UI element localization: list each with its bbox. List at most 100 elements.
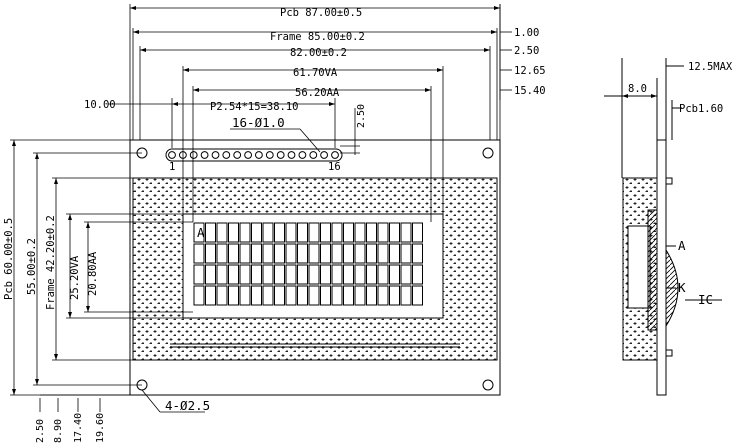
- character-cell: [389, 222, 400, 243]
- character-cell: [193, 222, 205, 243]
- character-cell: [343, 222, 354, 243]
- pin-pad: [222, 151, 231, 159]
- character-cell: [262, 285, 274, 306]
- pin-pad: [276, 151, 285, 159]
- character-cell: [354, 243, 366, 264]
- character-cell: [400, 243, 412, 264]
- corner-a-label: A: [197, 225, 205, 240]
- character-cell: [320, 264, 331, 285]
- dim-va-height: 25.20VA: [69, 255, 81, 300]
- character-cell: [354, 285, 366, 306]
- pin-pad: [211, 151, 220, 159]
- character-cell: [343, 264, 354, 285]
- left-offset: 10.00: [84, 99, 116, 111]
- bottom-offset-2: 8.90: [53, 419, 64, 443]
- character-cell: [377, 222, 389, 243]
- character-matrix: [193, 222, 423, 306]
- character-cell: [193, 243, 205, 264]
- bottom-offset-1: 2.50: [35, 419, 46, 443]
- character-cell: [205, 264, 216, 285]
- character-cell: [297, 264, 308, 285]
- front-view: [129, 139, 501, 396]
- pcb-outline: [129, 139, 501, 396]
- character-cell: [366, 222, 377, 243]
- character-cell: [285, 243, 297, 264]
- pin-pad: [298, 151, 307, 159]
- character-cell: [377, 243, 389, 264]
- pin-pad: [244, 151, 253, 159]
- character-cell: [354, 222, 366, 243]
- character-cell: [228, 285, 239, 306]
- character-cell: [377, 264, 389, 285]
- character-cell: [205, 222, 216, 243]
- character-cell: [228, 222, 239, 243]
- character-cell: [262, 222, 274, 243]
- pin-1-label: 1: [169, 161, 175, 173]
- pin-pad: [287, 151, 296, 159]
- character-cell: [308, 264, 320, 285]
- character-cell: [193, 285, 205, 306]
- pin-header-outline: [165, 148, 343, 162]
- character-cell: [297, 222, 308, 243]
- character-cell: [228, 243, 239, 264]
- character-cell: [389, 243, 400, 264]
- dim-pcb-width: Pcb 87.00±0.5: [280, 7, 362, 19]
- bottom-offset-4: 19.60: [95, 413, 106, 443]
- character-cell: [251, 285, 262, 306]
- character-cell: [205, 285, 216, 306]
- side-cathode: K: [678, 280, 686, 295]
- side-view: [604, 58, 722, 396]
- pin-pad: [233, 151, 242, 159]
- side-ic-label: IC: [698, 292, 713, 307]
- dim-pin-offset: 2.50: [356, 104, 367, 128]
- pin-pad: [200, 151, 209, 159]
- dim-frame-height: Frame 42.20±0.2: [45, 215, 57, 310]
- character-cell: [412, 243, 423, 264]
- offset-3: 12.65: [514, 65, 546, 77]
- pin-pad: [265, 151, 274, 159]
- character-cell: [366, 285, 377, 306]
- character-cell: [239, 243, 251, 264]
- character-cell: [308, 243, 320, 264]
- character-cell: [400, 285, 412, 306]
- character-cell: [331, 285, 343, 306]
- character-cell: [412, 264, 423, 285]
- character-cell: [216, 285, 228, 306]
- arrowheads: [12, 6, 500, 395]
- character-cell: [216, 222, 228, 243]
- character-cell: [366, 243, 377, 264]
- character-cell: [320, 222, 331, 243]
- character-cell: [320, 243, 331, 264]
- character-cell: [412, 222, 423, 243]
- dim-va-width: 61.70VA: [293, 67, 338, 79]
- character-cell: [320, 285, 331, 306]
- character-cell: [262, 264, 274, 285]
- dim-pcb-height: Pcb 60.00±0.5: [3, 218, 15, 300]
- dim-55: 55.00±0.2: [26, 238, 38, 295]
- mounting-hole: [482, 147, 494, 159]
- character-cell: [216, 264, 228, 285]
- character-cell: [274, 264, 285, 285]
- offset-2: 2.50: [514, 45, 539, 57]
- side-pcb-thickness: Pcb1.60: [679, 103, 723, 115]
- character-cell: [274, 285, 285, 306]
- offset-1: 1.00: [514, 27, 539, 39]
- character-cell: [400, 264, 412, 285]
- mounting-hole: [482, 379, 494, 391]
- side-max-height: 12.5MAX: [688, 61, 733, 73]
- pin-pad: [168, 151, 176, 159]
- character-cell: [228, 264, 239, 285]
- character-cell: [239, 285, 251, 306]
- dim-82: 82.00±0.2: [290, 47, 347, 59]
- character-cell: [193, 264, 205, 285]
- character-cell: [343, 285, 354, 306]
- dim-aa-height: 20.80AA: [87, 251, 99, 296]
- character-cell: [251, 222, 262, 243]
- mounting-holes-label: 4-Ø2.5: [165, 398, 210, 413]
- pin-16-label: 16: [328, 161, 341, 173]
- character-cell: [262, 243, 274, 264]
- character-cell: [251, 243, 262, 264]
- character-cell: [216, 243, 228, 264]
- side-anode: A: [678, 238, 686, 253]
